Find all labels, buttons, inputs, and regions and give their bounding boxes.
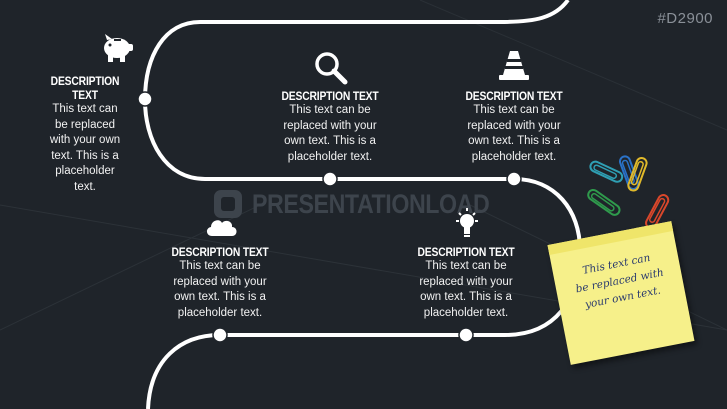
milestone-dot <box>458 327 474 343</box>
milestone-text: This text can be replaced with your own … <box>283 104 377 163</box>
milestone-title: DESCRIPTION TEXT <box>281 89 379 103</box>
milestone-block-4: DESCRIPTION TEXT This text can be replac… <box>160 245 280 321</box>
milestone-block-3: DESCRIPTION TEXT This text can be replac… <box>454 89 574 165</box>
watermark-text: PRESENTATIONLOAD <box>252 188 490 219</box>
milestone-dot <box>506 171 522 187</box>
milestone-title: DESCRIPTION TEXT <box>465 89 563 103</box>
lightbulb-icon <box>456 208 478 237</box>
milestone-dot <box>137 91 153 107</box>
sticky-note-text: This text can be replaced with your own … <box>574 251 665 311</box>
magnifier-icon <box>315 52 348 85</box>
milestone-block-2: DESCRIPTION TEXT This text can be replac… <box>270 89 390 165</box>
milestone-block-5: DESCRIPTION TEXT This text can be replac… <box>406 245 526 321</box>
slide-code: #D2900 <box>657 10 713 27</box>
milestone-block-1: DESCRIPTION TEXT This text can be replac… <box>30 74 140 195</box>
paperclip-icon <box>589 160 624 183</box>
milestone-title: DESCRIPTION TEXT <box>171 245 269 259</box>
watermark-logo-icon <box>214 190 242 218</box>
milestone-dot <box>212 327 228 343</box>
paperclip-icon <box>587 188 621 216</box>
milestone-text: This text can be replaced with your own … <box>49 103 121 193</box>
piggy-bank-icon <box>104 34 133 62</box>
milestone-text: This text can be replaced with your own … <box>467 104 561 163</box>
milestone-dot <box>322 171 338 187</box>
watermark: PRESENTATIONLOAD <box>212 188 528 220</box>
paperclip-icon <box>627 156 648 192</box>
milestone-text: This text can be replaced with your own … <box>419 260 513 319</box>
milestone-title: DESCRIPTION TEXT <box>417 245 515 259</box>
sticky-note: This text can be replaced with your own … <box>547 221 695 365</box>
milestone-title: DESCRIPTION TEXT <box>50 74 120 102</box>
cloud-icon <box>206 220 237 236</box>
milestone-text: This text can be replaced with your own … <box>173 260 267 319</box>
traffic-cone-icon <box>499 51 529 80</box>
